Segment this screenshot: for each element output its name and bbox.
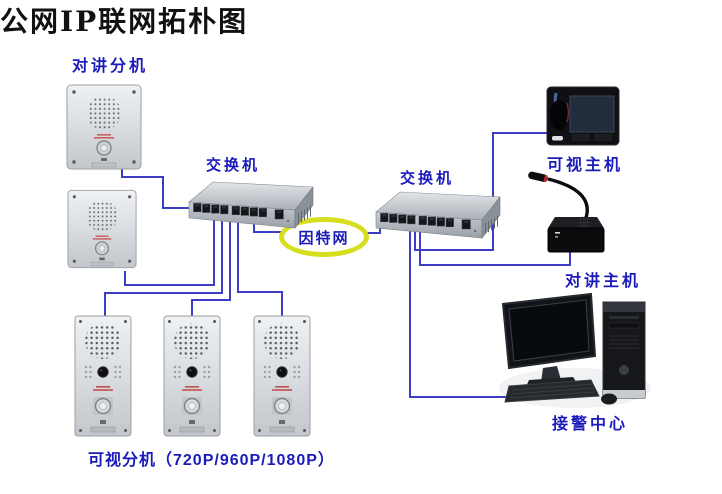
video-extension-1 xyxy=(74,315,132,437)
intercom-extension-1 xyxy=(66,84,142,170)
door-intercom-icon xyxy=(67,189,137,269)
switch-right-device xyxy=(370,186,502,244)
switch-left-device xyxy=(183,176,315,234)
wire-switch-left-to-vext2 xyxy=(191,220,231,318)
video-extension-3 xyxy=(253,315,311,437)
video-host-icon xyxy=(546,86,620,146)
intercom-extension-2 xyxy=(67,186,137,272)
microphone-icon xyxy=(528,171,605,253)
wire-ext2-to-switch-left xyxy=(124,219,215,286)
video-host-device xyxy=(546,86,620,148)
intercom-host-device xyxy=(518,170,610,262)
desktop-computer-icon xyxy=(499,292,651,408)
label-video-host: 可视主机 xyxy=(546,157,623,174)
network-switch-icon xyxy=(375,191,501,239)
wire-switch-left-to-vext3 xyxy=(237,221,283,318)
label-switch-left: 交换机 xyxy=(205,157,260,174)
label-intercom-host: 对讲主机 xyxy=(564,273,641,290)
wire-switch-right-to-intercom-host xyxy=(419,230,571,266)
wire-switch-right-to-video-host xyxy=(414,132,551,251)
label-switch-right: 交换机 xyxy=(399,170,454,187)
alarm-center-computer xyxy=(495,290,665,412)
network-switch-icon xyxy=(188,181,314,229)
video-door-panel-icon xyxy=(163,315,221,437)
label-video-extension: 可视分机（720P/960P/1080P） xyxy=(88,452,335,469)
label-intercom-extension: 对讲分机 xyxy=(71,58,148,75)
wire-ext1-to-switch-left xyxy=(121,168,192,209)
wire-switch-left-to-vext1 xyxy=(104,219,223,318)
page-title: 公网IP联网拓朴图 xyxy=(0,5,249,38)
internet-label: 因特网 xyxy=(298,229,350,247)
video-door-panel-icon xyxy=(74,315,132,437)
label-alarm-center: 接警中心 xyxy=(551,416,628,433)
video-extension-2 xyxy=(163,315,221,437)
wire-switch-right-to-alarm-center xyxy=(409,230,522,398)
video-door-panel-icon xyxy=(253,315,311,437)
door-intercom-icon xyxy=(66,84,142,170)
